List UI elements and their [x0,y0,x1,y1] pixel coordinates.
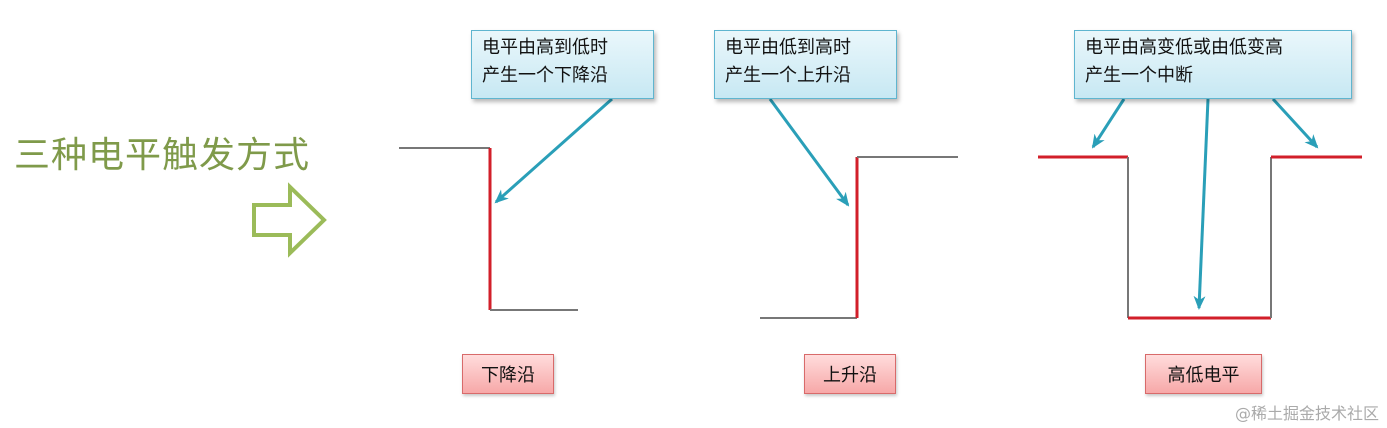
level-pointer-arrow-left [1091,98,1126,149]
level-pointer-arrow-middle [1193,98,1210,310]
rising-edge-waveform [760,156,958,319]
callout-line: 电平由低到高时 [725,37,851,58]
level-waveform [1038,155,1362,320]
callout-line: 产生一个中断 [1085,65,1193,86]
rising-edge-label: 上升沿 [804,354,896,394]
hollow-right-arrow-icon [252,182,327,258]
falling-edge-label: 下降沿 [462,354,554,394]
level-pointer-arrow-right [1271,97,1319,149]
page-title: 三种电平触发方式 [14,135,311,176]
falling-pointer-arrow [494,97,613,204]
callout-line: 产生一个上升沿 [725,65,851,86]
rising-edge-callout: 电平由低到高时 产生一个上升沿 [714,30,897,99]
callout-line: 电平由高变低或由低变高 [1085,37,1283,58]
level-callout: 电平由高变低或由低变高 产生一个中断 [1074,30,1352,99]
level-label: 高低电平 [1145,354,1262,394]
watermark: @稀土掘金技术社区 [1234,404,1379,423]
callout-line: 电平由高到低时 [482,37,608,58]
falling-edge-waveform [399,147,578,311]
callout-line: 产生一个下降沿 [482,65,608,86]
falling-edge-callout: 电平由高到低时 产生一个下降沿 [471,30,654,99]
rising-pointer-arrow [768,98,850,207]
